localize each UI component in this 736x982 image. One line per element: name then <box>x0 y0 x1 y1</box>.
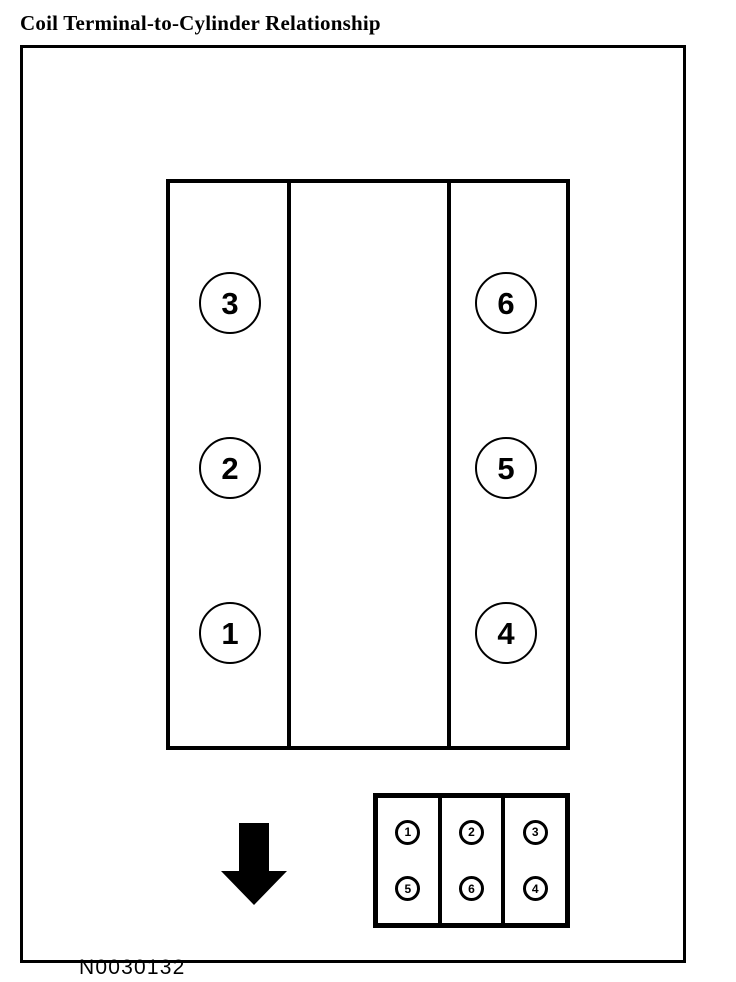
coil-pack: 1 5 2 6 3 4 <box>373 793 570 928</box>
right-cylinder-bank: 6 5 4 <box>451 183 568 746</box>
coil-terminal-5: 5 <box>395 876 421 902</box>
coil-pack-column-2: 2 6 <box>437 798 502 923</box>
cylinder-circle-1: 1 <box>199 602 261 664</box>
cylinder-circle-2: 2 <box>199 437 261 499</box>
engine-block-divider-right <box>447 183 451 746</box>
coil-terminal-2: 2 <box>459 819 484 845</box>
coil-terminal-6: 6 <box>459 876 484 902</box>
page-title: Coil Terminal-to-Cylinder Relationship <box>20 11 381 35</box>
cylinder-circle-6: 6 <box>475 272 537 334</box>
engine-block-divider-left <box>287 183 291 746</box>
front-of-vehicle-arrow-icon <box>221 823 287 905</box>
cylinder-circle-3: 3 <box>199 272 261 334</box>
figure-frame: 3 2 1 6 5 4 1 5 2 6 3 4 N0030132 <box>20 45 686 979</box>
coil-terminal-3: 3 <box>522 819 548 845</box>
coil-pack-column-1: 1 5 <box>378 798 438 923</box>
coil-pack-column-3: 3 4 <box>501 798 565 923</box>
engine-block: 3 2 1 6 5 4 <box>166 179 570 750</box>
left-cylinder-bank: 3 2 1 <box>170 183 287 746</box>
cylinder-circle-4: 4 <box>475 602 537 664</box>
reference-number: N0030132 <box>79 956 186 979</box>
cylinder-circle-5: 5 <box>475 437 537 499</box>
coil-terminal-1: 1 <box>395 819 421 845</box>
coil-terminal-4: 4 <box>522 876 548 902</box>
